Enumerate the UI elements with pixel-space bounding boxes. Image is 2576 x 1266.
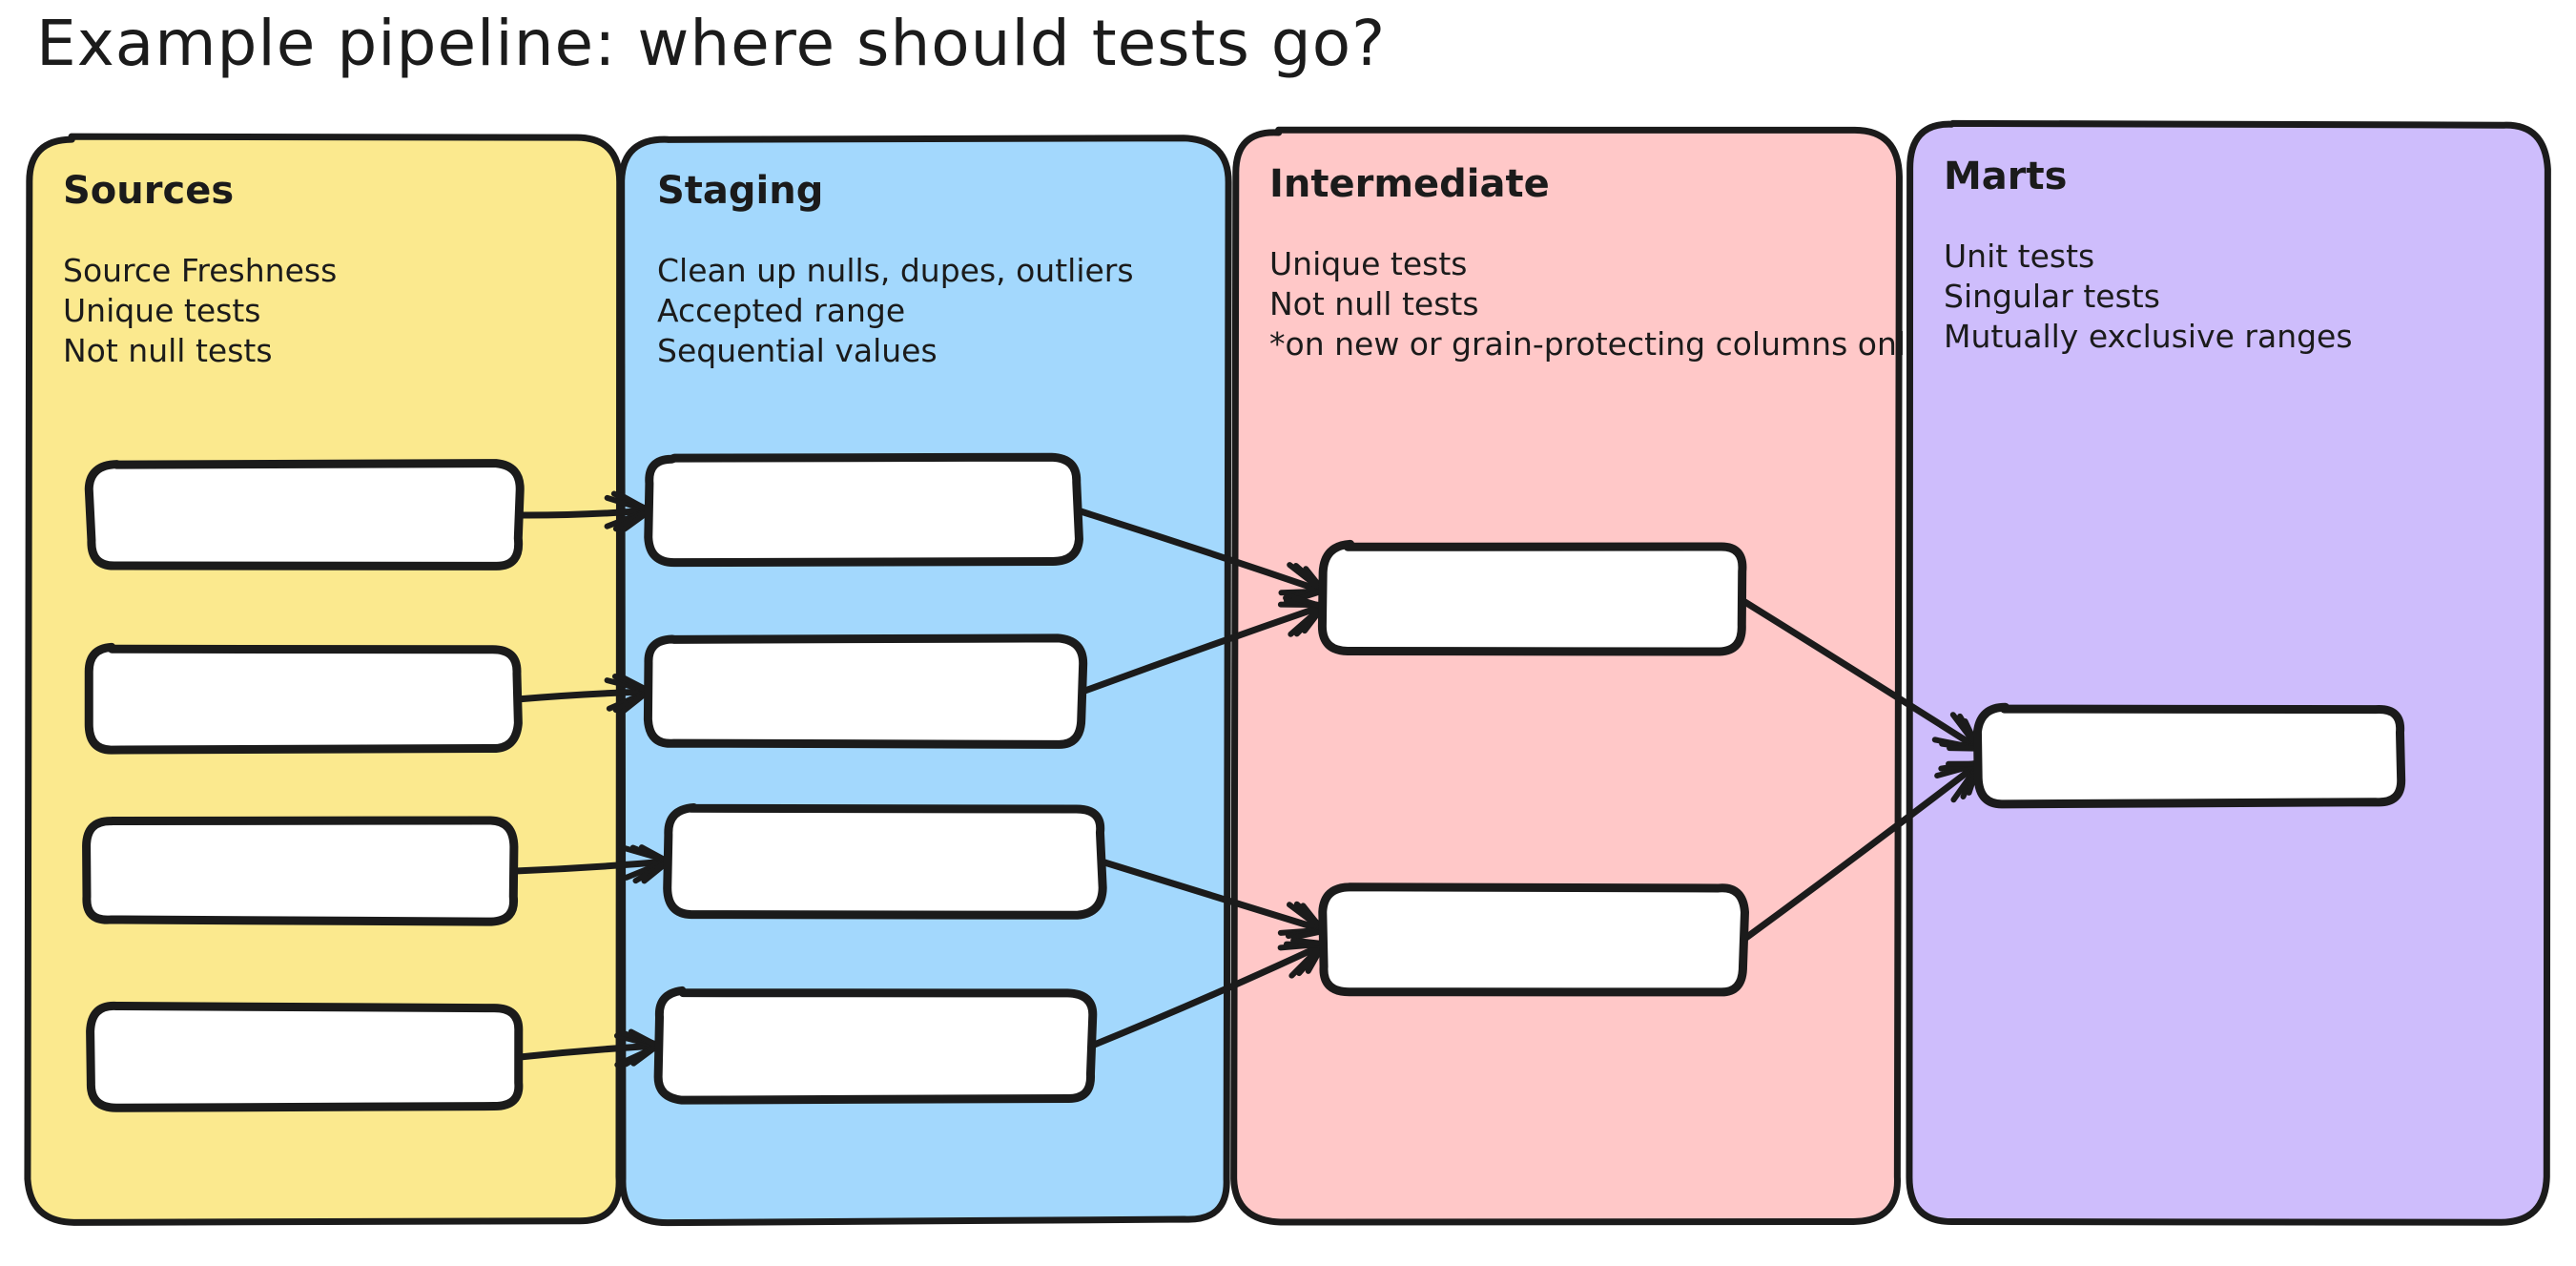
source-node-1-shape[interactable]	[84, 459, 525, 571]
source-node-3[interactable]	[82, 816, 519, 926]
lane-line-intermediate-1: Not null tests	[1269, 285, 1479, 322]
source-node-4-shape[interactable]	[86, 1001, 524, 1112]
edge-source4-staging4-line	[516, 1042, 662, 1061]
edge-staging4-intermediate2-line	[1088, 941, 1328, 1049]
lane-background-marts	[1906, 119, 2551, 1226]
lane-line-marts-2: Mutually exclusive ranges	[1944, 318, 2353, 355]
edge-source3-staging3-line	[511, 858, 671, 875]
edge-intermediate2-marts1-line	[1740, 759, 1983, 944]
page-title: Example pipeline: where should tests go?	[36, 7, 1386, 80]
staging-node-1[interactable]	[644, 452, 1083, 568]
edge-staging3-intermediate2-line	[1098, 858, 1328, 934]
marts-node-1-shape[interactable]	[1972, 702, 2406, 809]
staging-node-2[interactable]	[643, 633, 1088, 749]
lane-line-marts-0: Unit tests	[1944, 238, 2094, 275]
edge-staging1-intermediate1-line	[1074, 507, 1328, 595]
lane-line-sources-0: Source Freshness	[63, 252, 337, 289]
lane-line-intermediate-0: Unique tests	[1269, 245, 1467, 282]
lane-title-intermediate: Intermediate	[1269, 162, 1550, 206]
lane-line-staging-1: Accepted range	[657, 292, 905, 329]
staging-node-3[interactable]	[663, 803, 1107, 920]
source-node-2[interactable]	[84, 642, 523, 755]
intermediate-node-2[interactable]	[1318, 882, 1749, 997]
staging-node-1-shape[interactable]	[644, 452, 1083, 568]
edge-source2-staging2-line	[513, 688, 652, 703]
lane-line-staging-0: Clean up nulls, dupes, outliers	[657, 252, 1134, 289]
lane-title-marts: Marts	[1944, 155, 2067, 198]
source-node-3-shape[interactable]	[82, 816, 519, 926]
edge-staging2-intermediate1-line	[1079, 602, 1328, 695]
lane-title-sources: Sources	[63, 169, 234, 213]
source-node-2-shape[interactable]	[84, 642, 523, 755]
lane-line-sources-1: Unique tests	[63, 292, 260, 329]
intermediate-node-1-shape[interactable]	[1317, 539, 1747, 656]
source-node-1[interactable]	[84, 459, 525, 571]
lane-line-sources-2: Not null tests	[63, 332, 273, 369]
lane-line-staging-2: Sequential values	[657, 332, 938, 369]
intermediate-node-2-shape[interactable]	[1318, 882, 1749, 997]
lane-line-marts-1: Singular tests	[1944, 278, 2160, 315]
intermediate-node-1[interactable]	[1317, 539, 1747, 656]
staging-node-3-shape[interactable]	[663, 803, 1107, 920]
staging-node-2-shape[interactable]	[643, 633, 1088, 749]
staging-node-4-shape[interactable]	[653, 986, 1098, 1105]
marts-node-1[interactable]	[1972, 702, 2406, 809]
edge-source1-staging1-line	[516, 507, 652, 519]
staging-node-4[interactable]	[653, 986, 1098, 1105]
lane-line-intermediate-2: *on new or grain-protecting columns only	[1269, 325, 1925, 363]
source-node-4[interactable]	[86, 1001, 524, 1112]
nodes-layer	[82, 452, 2406, 1112]
edge-intermediate1-marts1-line	[1740, 597, 1983, 753]
lane-title-staging: Staging	[657, 169, 823, 213]
